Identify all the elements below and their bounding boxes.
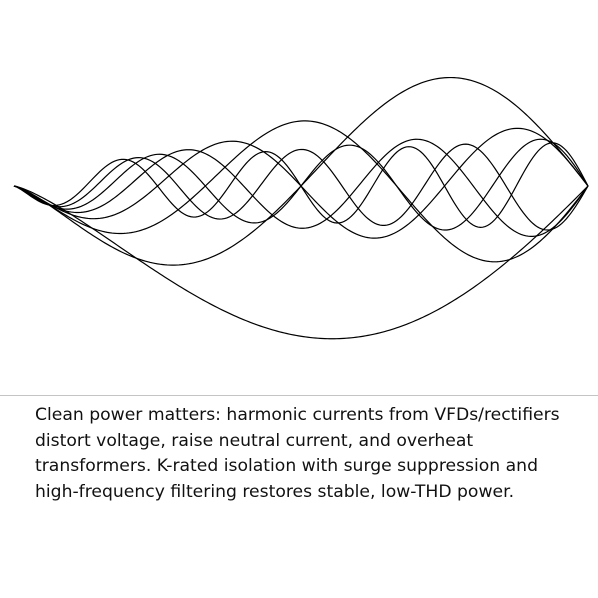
caption-text: Clean power matters: harmonic currents f… — [35, 405, 560, 502]
harmonic-wave-8 — [13, 142, 589, 228]
harmonic-waveforms-illustration — [13, 76, 589, 340]
harmonic-wave-1 — [13, 185, 589, 340]
caption-divider — [0, 395, 598, 396]
harmonic-wave-6 — [13, 138, 589, 231]
harmonic-wave-7 — [13, 143, 589, 231]
harmonic-wave-3 — [13, 120, 589, 263]
harmonic-wave-5 — [13, 138, 589, 237]
